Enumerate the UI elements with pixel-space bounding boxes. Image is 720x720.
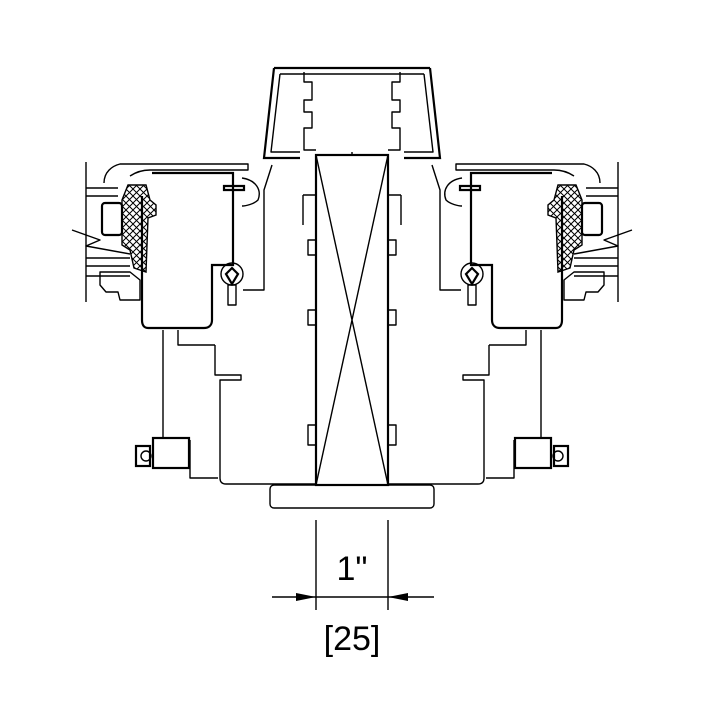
- bottom-plate: [269, 484, 435, 509]
- right-half: [350, 66, 634, 486]
- dimension: 1" [25]: [272, 520, 434, 658]
- dimension-metric: [25]: [324, 620, 381, 658]
- dimension-imperial: 1": [337, 550, 368, 588]
- panel-cross: [315, 154, 389, 486]
- left-half: [70, 66, 354, 486]
